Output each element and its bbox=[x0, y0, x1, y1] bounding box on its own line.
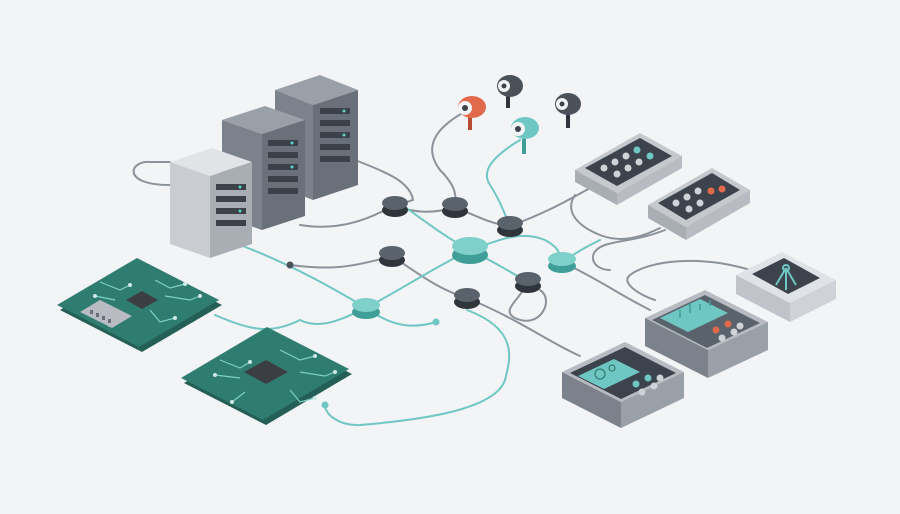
tripod-display-icon bbox=[736, 252, 836, 322]
hub-node bbox=[442, 197, 468, 218]
hub-node-teal bbox=[352, 298, 380, 319]
wire bbox=[214, 314, 301, 331]
chip bbox=[126, 291, 158, 309]
wire bbox=[354, 159, 415, 207]
circuit-board-icon bbox=[181, 327, 352, 425]
wire bbox=[299, 205, 393, 228]
wire-end-dot bbox=[286, 261, 294, 269]
handheld-device-icon bbox=[645, 290, 768, 378]
handheld-device-icon bbox=[562, 342, 684, 428]
camera-sensor-icon bbox=[497, 75, 523, 108]
port-connector bbox=[80, 300, 132, 328]
wire bbox=[132, 160, 171, 186]
hub-node bbox=[382, 196, 408, 217]
server-group bbox=[170, 75, 358, 258]
wire bbox=[570, 194, 661, 240]
wire bbox=[431, 109, 469, 208]
hub-node-teal bbox=[548, 252, 576, 273]
wire-end-dot bbox=[432, 318, 440, 326]
server-rack-icon bbox=[170, 148, 252, 258]
camera-sensor-icon bbox=[555, 93, 581, 128]
hub-node-main bbox=[452, 237, 488, 264]
hub-node bbox=[379, 246, 405, 267]
wire bbox=[324, 309, 511, 427]
circuit-board-icon bbox=[57, 258, 222, 352]
wire bbox=[485, 139, 521, 227]
control-panel-icon bbox=[575, 133, 682, 205]
wire bbox=[626, 259, 751, 301]
wire bbox=[508, 281, 547, 322]
hub-node bbox=[497, 216, 523, 237]
wire-end-dot bbox=[321, 401, 329, 409]
control-panel-icon bbox=[648, 168, 750, 240]
hub-node bbox=[515, 272, 541, 293]
camera-sensor-icon bbox=[458, 96, 486, 130]
wire bbox=[592, 229, 666, 271]
wire bbox=[466, 297, 581, 357]
hub-node bbox=[454, 288, 480, 309]
wire bbox=[239, 244, 367, 309]
hub-nodes bbox=[352, 196, 576, 319]
wire bbox=[289, 255, 393, 269]
camera-sensor-icon bbox=[511, 117, 539, 154]
chip bbox=[244, 360, 288, 384]
